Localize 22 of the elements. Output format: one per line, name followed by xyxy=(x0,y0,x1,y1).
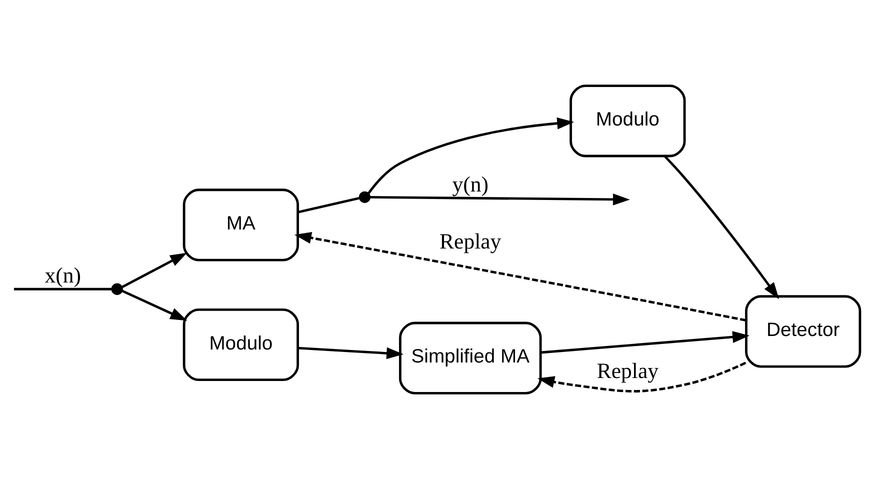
node-box: Detector xyxy=(745,295,862,368)
arrow xyxy=(537,362,746,392)
node-box: MA xyxy=(182,188,299,262)
arrow xyxy=(122,252,188,288)
arrow xyxy=(298,346,404,360)
arrow xyxy=(368,117,574,194)
node-box: Modulo xyxy=(182,308,299,382)
edge-label: x(n) xyxy=(44,263,82,288)
connector xyxy=(298,197,360,214)
node-box: Modulo xyxy=(570,84,686,158)
arrow xyxy=(294,232,746,322)
arrow xyxy=(664,155,780,300)
connector xyxy=(14,288,112,290)
edge-label: Replay xyxy=(596,358,658,383)
arrow xyxy=(540,331,750,354)
node-circle xyxy=(358,191,371,203)
node-box: Simplified MA xyxy=(399,322,542,394)
arrow xyxy=(122,290,188,321)
node-circle xyxy=(111,283,123,295)
arrow xyxy=(370,194,630,206)
edge-label: Replay xyxy=(440,229,502,254)
edge-label: y(n) xyxy=(452,172,489,197)
